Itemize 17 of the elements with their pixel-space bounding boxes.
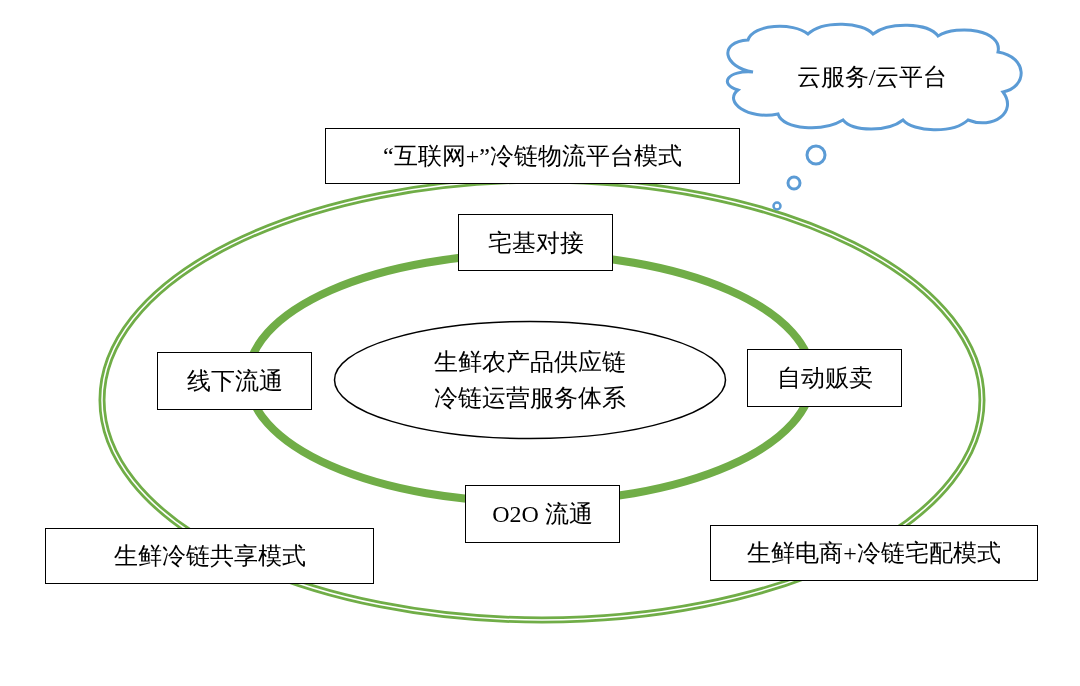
mode-label (465, 485, 620, 543)
label-text: 自动贩卖 (776, 364, 873, 393)
mode-label (45, 528, 374, 584)
mode-label (710, 525, 1038, 581)
label-text: 线下流通 (186, 367, 283, 396)
mode-label (458, 214, 613, 271)
core-ellipse (333, 320, 727, 440)
mode-label (747, 349, 902, 407)
core-text: 生鲜农产品供应链冷链运营服务体系 (433, 348, 627, 413)
label-text: 生鲜冷链共享模式 (113, 542, 306, 571)
label-text: 宅基对接 (487, 228, 584, 258)
mode-label (157, 352, 312, 410)
mode-label (325, 128, 740, 184)
label-text: 生鲜电商+冷链宅配模式 (747, 539, 1001, 568)
label-text: 云服务/云平台 (796, 63, 948, 92)
label-text: “互联网+”冷链物流平台模式 (383, 142, 682, 171)
label-text: O2O 流通 (492, 500, 593, 529)
